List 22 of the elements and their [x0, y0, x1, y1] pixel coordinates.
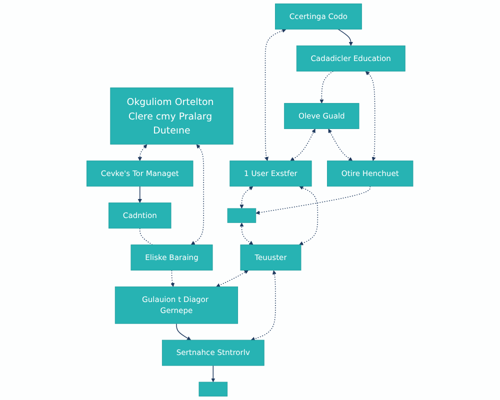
arrow: [176, 323, 192, 340]
node-box: [227, 208, 256, 223]
arrow: [240, 186, 254, 209]
arrow: [138, 144, 148, 162]
arrow: [170, 270, 175, 287]
arrow: [216, 270, 249, 288]
arrow: [211, 365, 216, 382]
arrow: [250, 270, 277, 341]
arrow: [240, 222, 254, 245]
arrow: [191, 144, 204, 245]
arrow: [299, 186, 318, 246]
node-box: Okguliom Ortelton Clere cmy Pralarg Duteıne: [110, 88, 234, 145]
arrow: [366, 71, 376, 162]
arrow: [320, 70, 334, 104]
arrow: [138, 186, 142, 203]
connector: [140, 228, 153, 246]
node-box: [198, 382, 228, 396]
arrow: [290, 128, 316, 162]
arrow: [338, 28, 354, 46]
arrow: [264, 28, 286, 162]
arrow: [328, 128, 353, 162]
arrow: [256, 186, 371, 215]
